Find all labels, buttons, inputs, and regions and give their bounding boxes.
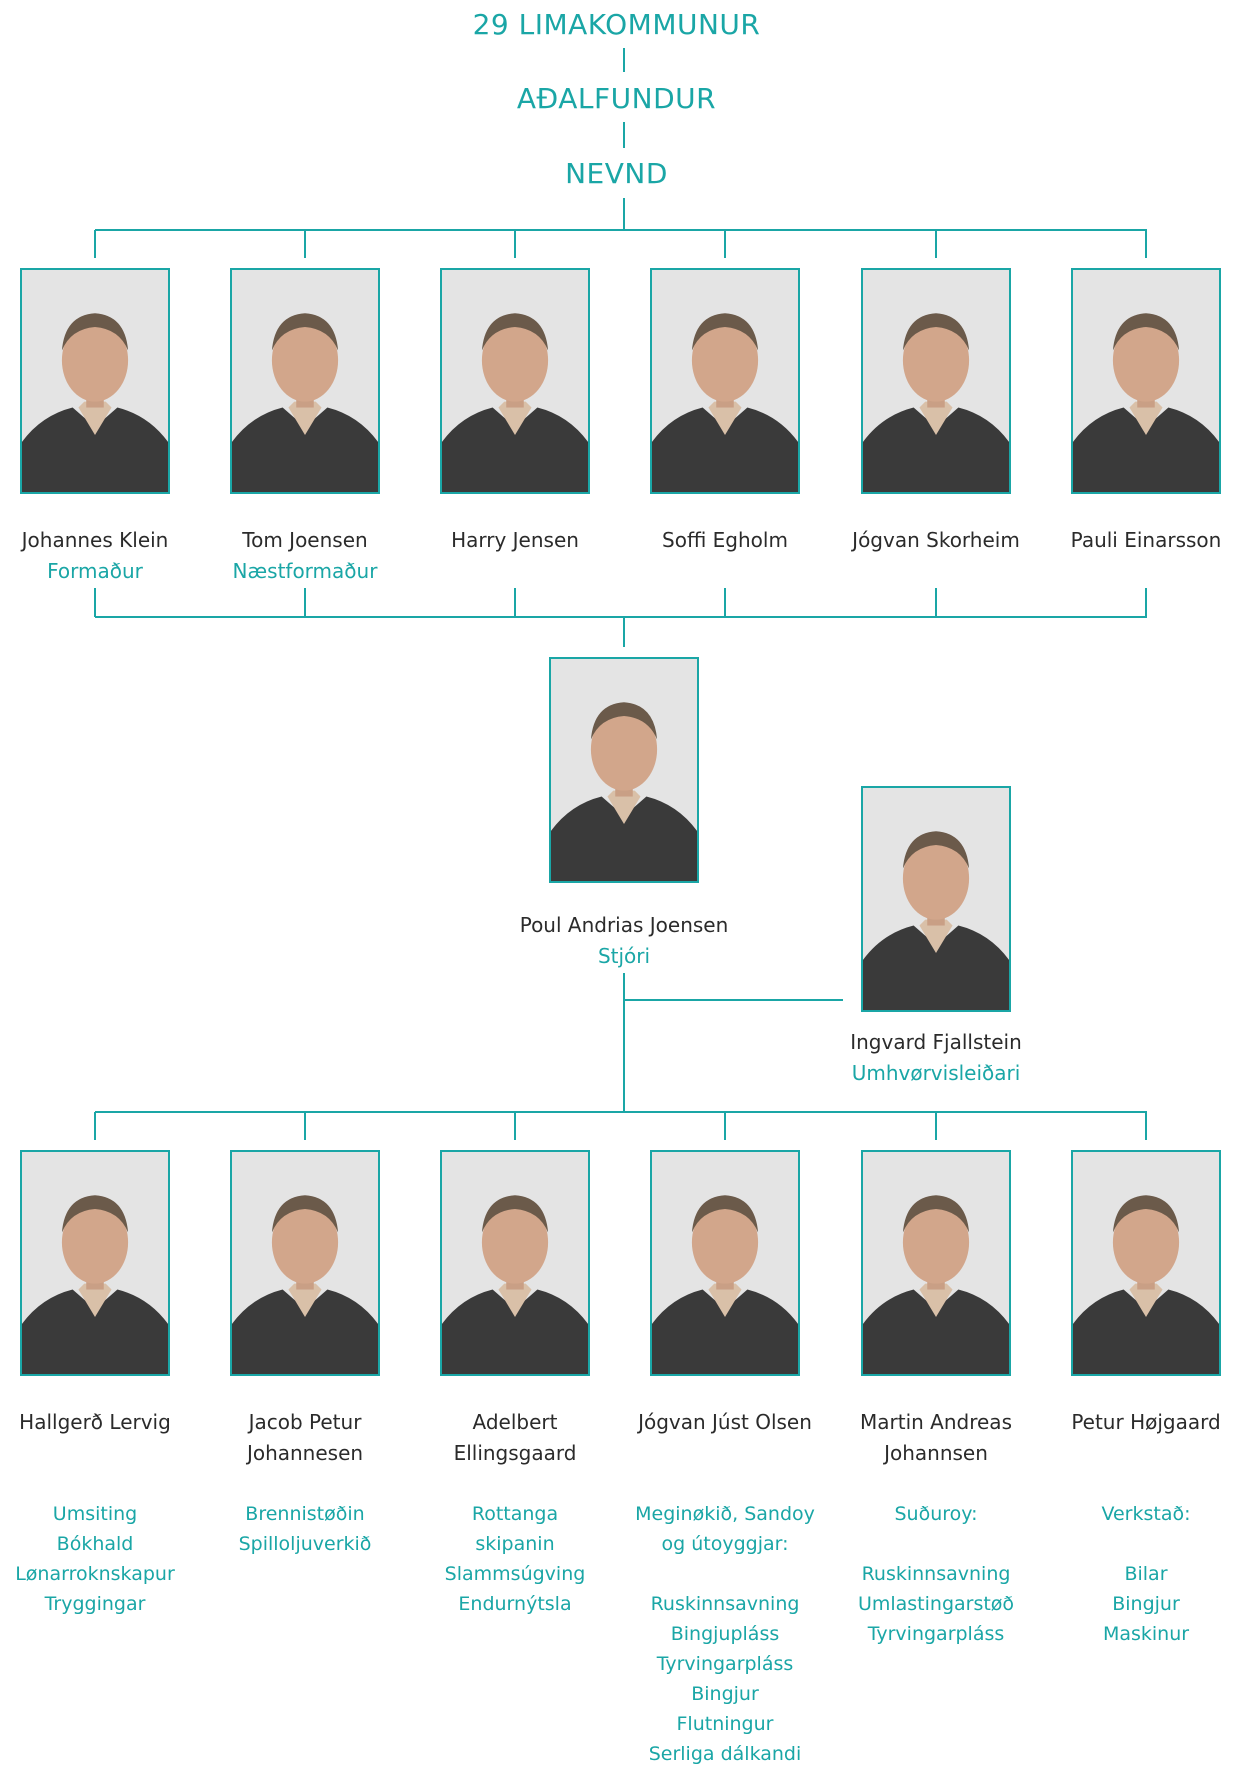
staff-name-line: Petur Højgaard	[1071, 1410, 1221, 1434]
duty-item: Brennistøðin	[245, 1503, 365, 1525]
duty-item	[826, 1529, 1046, 1559]
environment-name: Ingvard Fjallstein	[850, 1030, 1022, 1054]
duty-item: Bilar	[1124, 1563, 1168, 1585]
member-role: Formaður	[47, 559, 143, 583]
duty-item: Umlastingarstøð	[857, 1593, 1015, 1615]
staff-name-line: Jacob Petur	[248, 1410, 362, 1434]
duty-item: Slammsúgving	[444, 1563, 586, 1585]
staff-name-line: Martin Andreas	[860, 1410, 1012, 1434]
duty-item: Maskinur	[1102, 1623, 1190, 1645]
portrait-photo	[650, 268, 800, 494]
member-name: Tom Joensen	[242, 528, 368, 552]
duty-item	[615, 1559, 835, 1589]
duty-item: Bingjur	[1112, 1593, 1180, 1615]
director-name: Poul Andrias Joensen	[519, 913, 729, 937]
portrait-photo	[1071, 1150, 1221, 1376]
portrait-photo	[20, 1150, 170, 1376]
environment-role: Umhvørvisleiðari	[851, 1061, 1021, 1085]
label-nevnd: NEVND	[565, 157, 668, 190]
label-adalfundur: AÐALFUNDUR	[516, 82, 717, 115]
duty-item: Suðuroy:	[894, 1503, 978, 1525]
staff-name: Jacob Petur Johannesen	[195, 1407, 415, 1469]
member-name: Harry Jensen	[451, 528, 579, 552]
duty-item: Endurnýtsla	[458, 1593, 572, 1615]
director-role: Stjóri	[597, 944, 651, 968]
duty-item: Tyrvingarpláss	[867, 1623, 1005, 1645]
duty-item: Lønarroknskapur	[15, 1563, 175, 1585]
staff-name: Adelbert Ellingsgaard	[405, 1407, 625, 1469]
staff-name: Jógvan Júst Olsen	[615, 1407, 835, 1438]
staff-name: Hallgerð Lervig	[0, 1407, 205, 1438]
staff-name-line: Johannsen	[884, 1441, 988, 1465]
duty-item: Tryggingar	[44, 1593, 146, 1615]
staff-name: Petur Højgaard	[1036, 1407, 1233, 1438]
duty-item: Serliga dálkandi	[648, 1743, 802, 1765]
staff-name-line: Hallgerð Lervig	[19, 1410, 171, 1434]
duty-item: Spilloljuverkið	[238, 1533, 372, 1555]
portrait-photo	[1071, 268, 1221, 494]
duty-item: Verkstað:	[1101, 1503, 1191, 1525]
duty-item: Umsiting	[52, 1503, 138, 1525]
staff-name: Martin Andreas Johannsen	[826, 1407, 1046, 1469]
staff-duties: Meginøkið, Sandoy og útoyggjar: Ruskinnsav…	[615, 1499, 835, 1769]
duty-item: Rottanga	[471, 1503, 559, 1525]
portrait-photo	[230, 268, 380, 494]
member-role: Næstformaður	[232, 559, 378, 583]
portrait-photo	[549, 657, 699, 883]
member-name: Pauli Einarsson	[1070, 528, 1222, 552]
portrait-photo	[650, 1150, 800, 1376]
duty-item: og útoyggjar:	[661, 1533, 789, 1555]
member-name: Soffi Egholm	[662, 528, 788, 552]
staff-name-line: Johannesen	[246, 1441, 364, 1465]
staff-name-line: Jógvan Júst Olsen	[638, 1410, 812, 1434]
member-name: Johannes Klein	[21, 528, 169, 552]
member-name: Jógvan Skorheim	[852, 528, 1020, 552]
duty-item: Bingjur	[691, 1683, 759, 1705]
portrait-photo	[440, 268, 590, 494]
duty-item: Ruskinnsavning	[861, 1563, 1011, 1585]
duty-item	[1036, 1529, 1233, 1559]
label-limakommunur: 29 LIMAKOMMUNUR	[472, 8, 761, 41]
portrait-photo	[861, 786, 1011, 1012]
duty-item: skipanin	[475, 1533, 555, 1555]
portrait-photo	[861, 1150, 1011, 1376]
duty-item: Tyrvingarpláss	[656, 1653, 794, 1675]
staff-name-line: Adelbert	[472, 1410, 558, 1434]
duty-item: Ruskinnsavning	[650, 1593, 800, 1615]
portrait-photo	[230, 1150, 380, 1376]
duty-item: Bókhald	[56, 1533, 134, 1555]
portrait-photo	[861, 268, 1011, 494]
portrait-photo	[440, 1150, 590, 1376]
portrait-photo	[20, 268, 170, 494]
duty-item: Flutningur	[676, 1713, 774, 1735]
staff-name-line: Ellingsgaard	[453, 1441, 577, 1465]
duty-item: Meginøkið, Sandoy	[635, 1503, 815, 1525]
duty-item: Bingjupláss	[670, 1623, 780, 1645]
